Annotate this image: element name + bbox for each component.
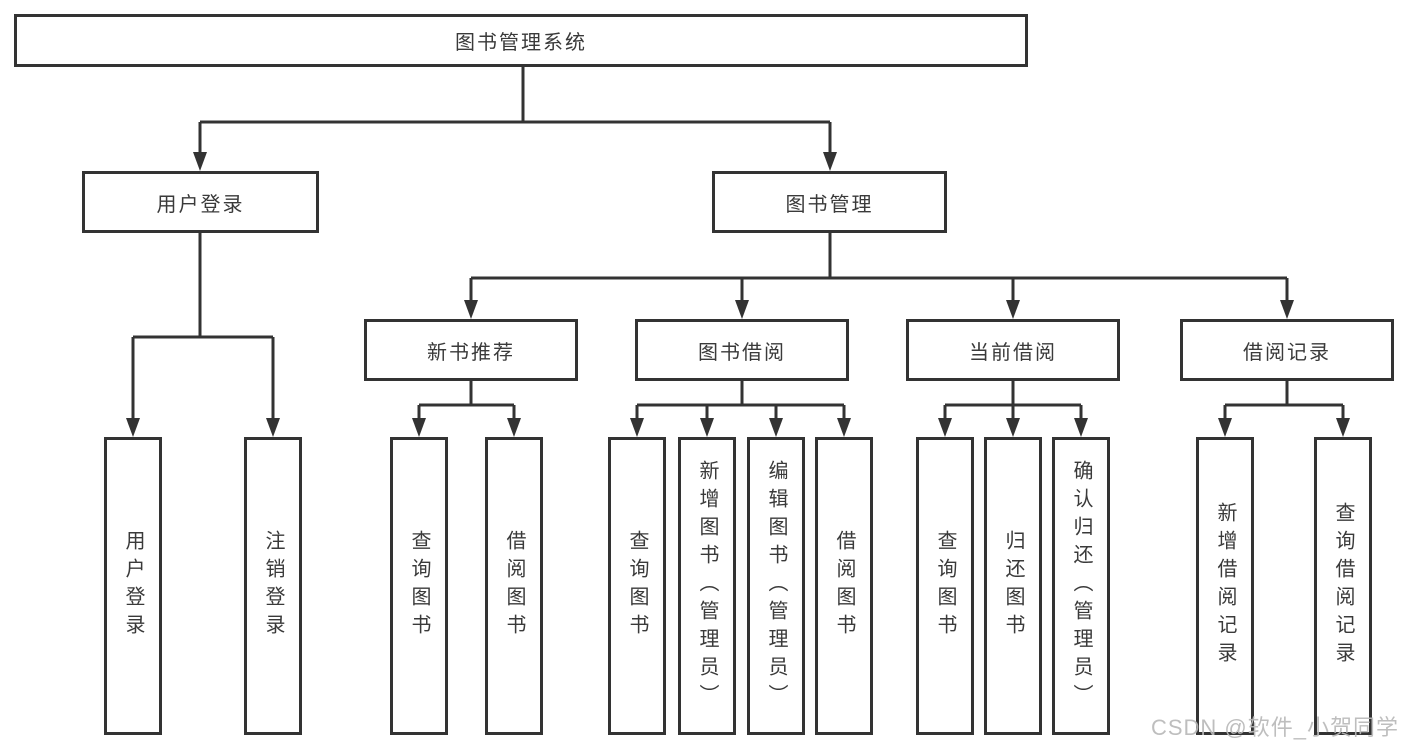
leaf-add-book-admin: 新增图书（管理员）	[678, 437, 736, 735]
leaf-logout-login: 注销登录	[244, 437, 302, 735]
node-book-management: 图书管理	[712, 171, 947, 233]
leaf-query-books-current: 查询图书	[916, 437, 974, 735]
node-current-borrow: 当前借阅	[906, 319, 1120, 381]
arrow-icon	[1218, 418, 1232, 437]
leaf-query-books-borrow: 查询图书	[608, 437, 666, 735]
node-label: 当前借阅	[969, 341, 1057, 364]
watermark: CSDN @软件_小贺同学	[1150, 715, 1399, 740]
leaf-label: 注销登录	[262, 530, 284, 642]
arrow-icon	[837, 418, 851, 437]
leaf-label: 编辑图书（管理员）	[765, 460, 787, 712]
arrow-icon	[769, 418, 783, 437]
arrow-icon	[1336, 418, 1350, 437]
node-label: 图书借阅	[698, 341, 786, 364]
connector-root-level2	[198, 67, 832, 154]
connector-userlogin-leaves	[131, 233, 275, 420]
arrow-icon	[938, 418, 952, 437]
leaf-label: 用户登录	[122, 530, 144, 642]
arrow-icon	[735, 300, 749, 319]
node-label: 图书管理系统	[455, 32, 587, 54]
connector-record-leaves	[1223, 381, 1345, 420]
connector-bookmgmt-level3	[469, 233, 1289, 302]
leaf-label: 归还图书	[1002, 530, 1024, 642]
leaf-label: 新增图书（管理员）	[696, 460, 718, 712]
leaf-label: 借阅图书	[833, 530, 855, 642]
arrow-icon	[630, 418, 644, 437]
arrow-icon	[266, 418, 280, 437]
arrow-icon	[507, 418, 521, 437]
arrow-icon	[1006, 300, 1020, 319]
arrow-icon	[1006, 418, 1020, 437]
node-label: 图书管理	[785, 193, 874, 216]
leaf-borrow-books-borrow: 借阅图书	[815, 437, 873, 735]
leaf-add-borrow-record: 新增借阅记录	[1196, 437, 1254, 735]
leaf-label: 查询图书	[408, 530, 430, 642]
arrow-icon	[1280, 300, 1294, 319]
node-label: 用户登录	[156, 193, 245, 216]
arrow-icon	[412, 418, 426, 437]
arrow-icon	[464, 300, 478, 319]
node-borrow-record: 借阅记录	[1180, 319, 1394, 381]
leaf-label: 查询图书	[934, 530, 956, 642]
connector-borrow-leaves	[635, 381, 846, 420]
node-user-login: 用户登录	[82, 171, 319, 233]
leaf-label: 确认归还（管理员）	[1070, 460, 1092, 712]
arrow-icon	[700, 418, 714, 437]
leaf-query-books-recommend: 查询图书	[390, 437, 448, 735]
leaf-label: 查询借阅记录	[1332, 502, 1354, 670]
arrow-icon	[126, 418, 140, 437]
leaf-user-login: 用户登录	[104, 437, 162, 735]
leaf-label: 查询图书	[626, 530, 648, 642]
node-library-system: 图书管理系统	[14, 14, 1028, 67]
arrow-icon	[1074, 418, 1088, 437]
node-label: 新书推荐	[427, 341, 515, 364]
connector-current-leaves	[943, 381, 1083, 420]
leaf-label: 借阅图书	[503, 530, 525, 642]
node-book-borrow: 图书借阅	[635, 319, 849, 381]
node-new-book-recommend: 新书推荐	[364, 319, 578, 381]
node-label: 借阅记录	[1243, 341, 1331, 364]
leaf-return-book: 归还图书	[984, 437, 1042, 735]
leaf-borrow-books-recommend: 借阅图书	[485, 437, 543, 735]
leaf-edit-book-admin: 编辑图书（管理员）	[747, 437, 805, 735]
leaf-confirm-return-admin: 确认归还（管理员）	[1052, 437, 1110, 735]
connector-recommend-leaves	[417, 381, 516, 420]
arrow-icon	[823, 152, 837, 171]
arrow-icon	[193, 152, 207, 171]
leaf-label: 新增借阅记录	[1214, 502, 1236, 670]
leaf-query-borrow-record: 查询借阅记录	[1314, 437, 1372, 735]
